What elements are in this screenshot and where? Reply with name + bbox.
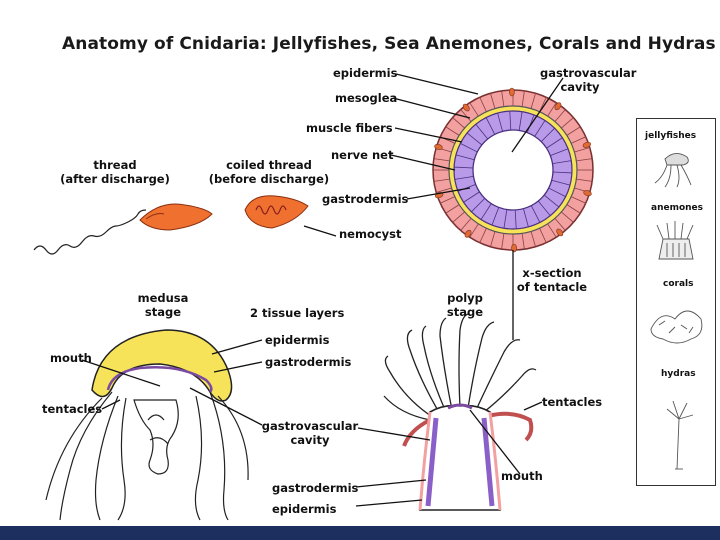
label-xs-gastrovascular: gastrovascular cavity [540,66,637,94]
label-center-cavity: gastrovascular cavity [258,419,362,447]
cnidaria-types-panel: jellyfishes anemones corals hydras [636,118,716,486]
polyp-drawing [383,313,537,511]
label-medusa-line1: medusa [137,291,189,305]
sidebar-item-corals: corals [663,279,694,289]
sidebar-item-anemones: anemones [651,203,704,213]
label-polyp-stage: polyp stage [438,291,492,319]
label-polyp-line1: polyp [447,291,483,305]
label-polyp-tentacles: tentacles [542,395,603,409]
label-medusa-stage: medusa stage [128,291,198,319]
label-thread-line1: thread [93,158,137,172]
label-xs-epidermis: epidermis [333,66,398,80]
label-xsection-line2: of tentacle [516,280,588,294]
label-center-gastrodermis: gastrodermis [265,355,352,369]
label-medusa-line2: stage [144,305,182,319]
label-xsection-line1: x-section [522,266,582,280]
label-tissue-layers: 2 tissue layers [250,306,345,320]
discharged-nematocyst [33,203,213,255]
label-center-cavity-line2: cavity [290,433,330,447]
label-thread: thread (after discharge) [50,158,180,186]
xsection-leaders [390,73,564,340]
footer-bar [0,526,720,540]
label-polyp-line2: stage [446,305,484,319]
label-medusa-mouth: mouth [50,351,92,365]
page-title: Anatomy of Cnidaria: Jellyfishes, Sea An… [62,34,716,54]
coral-sketch-icon [650,310,703,344]
label-coiled-line2: (before discharge) [208,172,330,186]
label-xs-gastrodermis: gastrodermis [322,192,409,206]
label-coiled-line1: coiled thread [226,158,312,172]
jellyfish-sketch-icon [654,153,692,188]
anemone-sketch-icon [656,221,694,260]
label-mesoglea: mesoglea [335,91,398,105]
label-center-cavity-line1: gastrovascular [261,419,359,433]
label-muscle-fibers: muscle fibers [306,121,393,135]
label-nerve-net: nerve net [331,148,394,162]
sidebar-item-hydras: hydras [661,369,696,379]
label-polyp-mouth: mouth [501,469,543,483]
coiled-nematocyst [244,195,309,229]
label-nemocyst: nemocyst [339,227,402,241]
label-xs-gastrovascular-line2: cavity [560,80,600,94]
medusa-drawing [45,329,249,521]
label-medusa-tentacles: tentacles [42,402,103,416]
polyp-leaders [355,401,543,507]
label-polyp-epidermis: epidermis [272,502,337,516]
label-thread-line2: (after discharge) [60,172,170,186]
label-polyp-gastrodermis: gastrodermis [272,481,359,495]
tentacle-cross-section [432,87,594,253]
label-coiled-thread: coiled thread (before discharge) [204,158,334,186]
label-xs-gastrovascular-line1: gastrovascular [540,66,637,80]
sidebar-sketches [650,153,703,470]
sidebar-item-jellyfishes: jellyfishes [645,131,697,141]
hydra-sketch-icon [666,400,694,470]
label-center-epidermis: epidermis [265,333,330,347]
label-xsection: x-section of tentacle [510,266,594,294]
medusa-leaders [81,339,263,426]
